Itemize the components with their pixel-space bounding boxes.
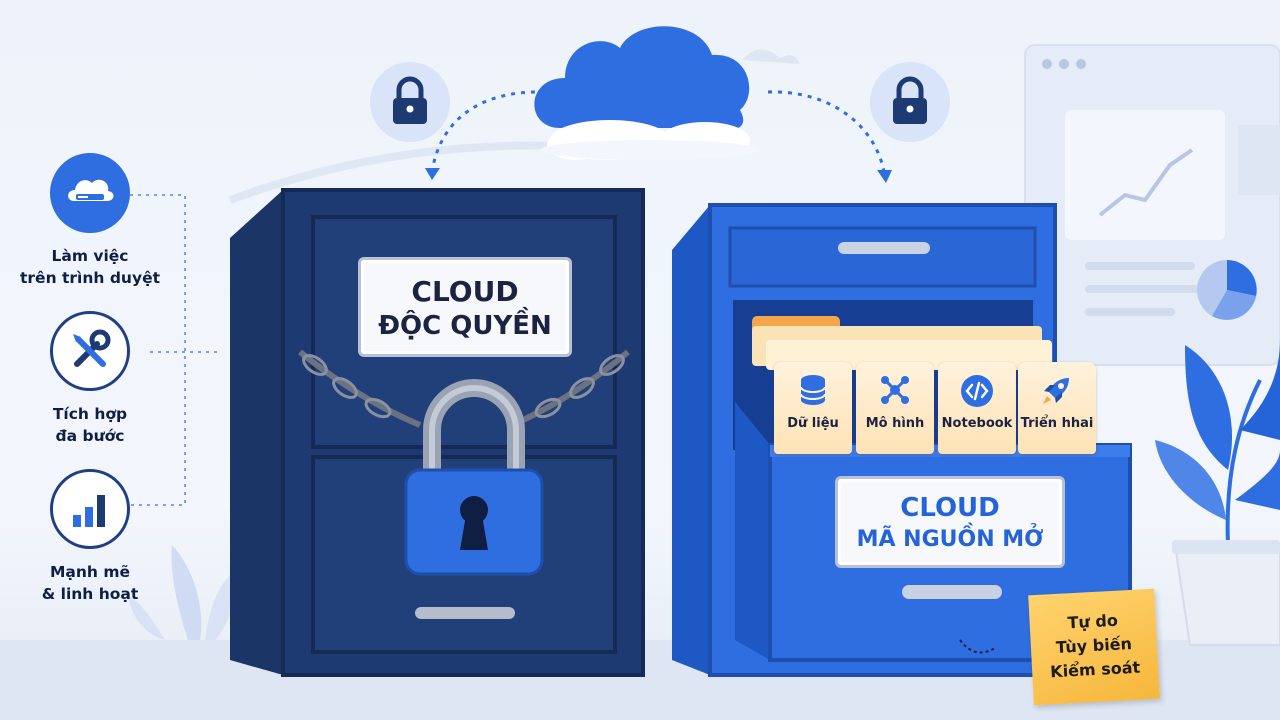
proprietary-title-line2: ĐỘC QUYỀN	[378, 311, 552, 341]
lock-badge-right	[870, 62, 950, 142]
open-source-label-plate: CLOUD MÃ NGUỒN MỞ	[835, 476, 1065, 568]
folder-tab-deploy-label: Triển hhai	[1020, 416, 1094, 431]
code-icon	[961, 375, 993, 407]
padlock-icon	[404, 379, 544, 576]
network-icon	[881, 376, 909, 404]
folder-tab-model[interactable]: Mô hình	[856, 362, 934, 454]
sticky-note-line3: Kiểm soát	[1049, 657, 1141, 682]
tools-icon	[73, 329, 111, 367]
open-source-title-line1: CLOUD	[900, 493, 1000, 523]
feature-flexible-label: Mạnh mẽ & linh hoạt	[41, 563, 139, 603]
feature-integration-label: Tích hợp đa bước	[52, 405, 128, 445]
browser-window-illustration	[1024, 44, 1280, 366]
sticky-note: Tự do Tùy biến Kiểm soát	[1028, 588, 1160, 706]
plant-left-illustration	[128, 545, 238, 640]
plant-illustration	[1155, 340, 1280, 646]
rocket-icon	[1043, 378, 1069, 404]
lock-badge-left	[370, 62, 450, 142]
database-icon	[800, 375, 826, 405]
open-source-title-line2: MÃ NGUỒN MỞ	[856, 527, 1044, 552]
folder-tab-model-label: Mô hình	[865, 416, 925, 431]
folder-tab-data[interactable]: Dữ liệu	[774, 362, 852, 454]
feature-browser: Làm việc trên trình duyệt	[0, 153, 180, 289]
arrow-left-dashed	[430, 90, 546, 173]
bar-chart-icon	[73, 495, 105, 527]
cloud-icon	[534, 26, 760, 160]
proprietary-title-line1: CLOUD	[411, 275, 519, 308]
folder-tab-deploy[interactable]: Triển hhai	[1018, 362, 1096, 454]
feature-browser-label: Làm việc trên trình duyệt	[20, 247, 160, 287]
feature-flexible: Mạnh mẽ & linh hoạt	[0, 469, 180, 605]
arrow-right-dashed	[767, 90, 886, 173]
cloud-browser-icon	[68, 179, 114, 201]
folder-tab-data-label: Dữ liệu	[787, 416, 839, 431]
feature-integration: Tích hợp đa bước	[0, 311, 180, 447]
folder-tab-notebook[interactable]: Notebook	[938, 362, 1016, 454]
folder-tab-notebook-label: Notebook	[941, 416, 1013, 431]
pie-chart-icon	[1197, 260, 1257, 320]
proprietary-label-plate: CLOUD ĐỘC QUYỀN	[358, 257, 572, 357]
